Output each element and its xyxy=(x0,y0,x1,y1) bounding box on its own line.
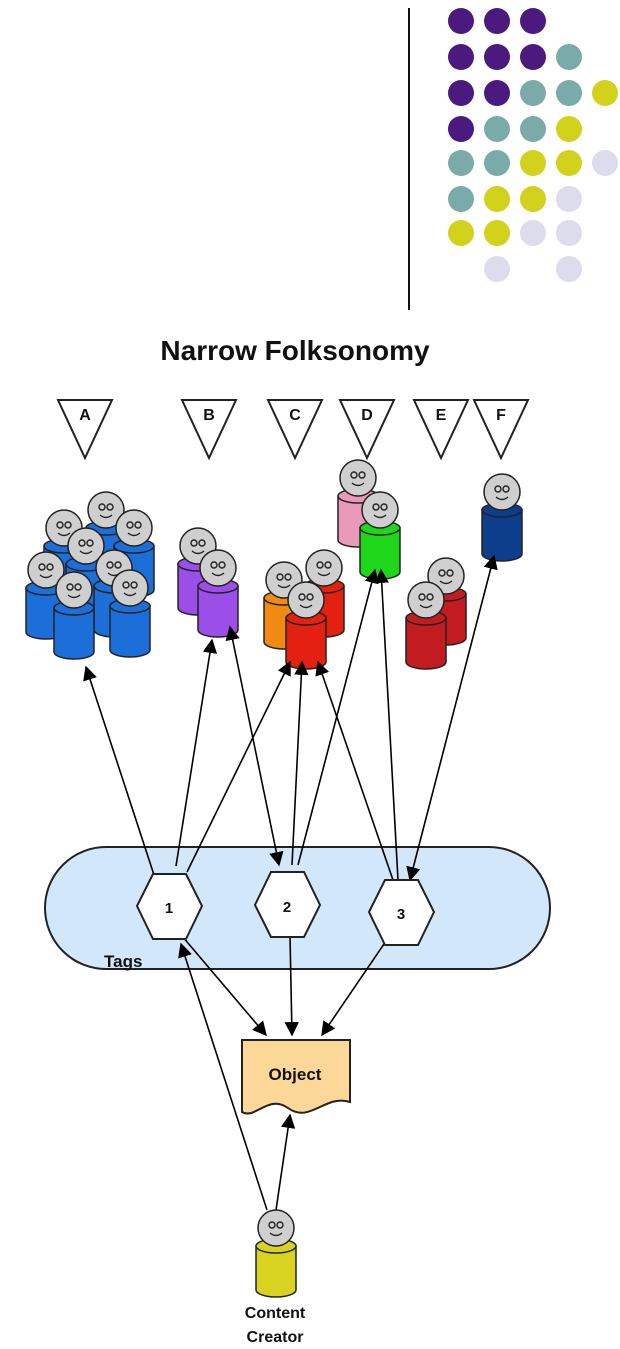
person-icon xyxy=(109,569,151,658)
creator-label-line1: Content xyxy=(245,1305,306,1322)
user-group-b xyxy=(177,527,239,638)
arrow-tag3-to-c xyxy=(315,660,394,881)
diagram-title: Narrow Folksonomy xyxy=(160,335,430,366)
arrow-tag2-to-object xyxy=(284,935,299,1037)
arrow-creator-to-object xyxy=(275,1113,296,1211)
tag-set-b-label: B xyxy=(203,407,215,424)
arrow-tag2-to-c xyxy=(291,660,309,866)
decor-dot xyxy=(484,220,510,246)
decor-dot xyxy=(520,44,546,70)
tag-node-3-label: 3 xyxy=(397,906,405,923)
arrow-b-to-tag2 xyxy=(225,625,284,867)
decor-dot xyxy=(556,80,582,106)
tag-set-e-label: E xyxy=(436,407,447,424)
tags-label: Tags xyxy=(104,952,142,971)
tag-node-1-label: 1 xyxy=(165,900,173,917)
user-group-a xyxy=(25,491,155,660)
relationship-arrows xyxy=(83,554,498,1211)
decor-dot xyxy=(484,186,510,212)
decor-dot xyxy=(448,150,474,176)
decor-dot xyxy=(520,80,546,106)
decor-dot xyxy=(520,116,546,142)
decor-dot xyxy=(556,220,582,246)
decor-dot xyxy=(520,220,546,246)
arrow-f-to-tag3 xyxy=(406,554,498,882)
tag-set-d: D xyxy=(338,399,396,461)
decor-dot xyxy=(448,80,474,106)
divider-line xyxy=(408,8,410,310)
decor-dot xyxy=(484,116,510,142)
arrow-tag1-to-b xyxy=(175,638,218,867)
decor-dot xyxy=(484,44,510,70)
decor-dot xyxy=(448,44,474,70)
tag-node-1: 1 xyxy=(135,873,204,940)
tag-set-a: A xyxy=(56,399,114,461)
arrow-tag1-to-a xyxy=(83,665,156,879)
decor-dot xyxy=(484,80,510,106)
tag-node-3: 3 xyxy=(367,879,436,946)
arrow-tag1-to-object xyxy=(181,935,267,1037)
person-icon xyxy=(255,1209,297,1298)
person-icon xyxy=(197,549,239,638)
creator-label-line2: Creator xyxy=(247,1329,304,1346)
decor-dot xyxy=(448,186,474,212)
content-creator-figure xyxy=(255,1209,297,1298)
object-label: Object xyxy=(269,1065,322,1084)
decor-dot xyxy=(520,186,546,212)
decor-dot xyxy=(484,150,510,176)
decor-dot xyxy=(556,256,582,282)
object-document: Object xyxy=(241,1039,351,1115)
tag-set-d-label: D xyxy=(361,407,373,424)
decor-dot xyxy=(448,220,474,246)
decor-dot xyxy=(448,8,474,34)
tag-set-c: C xyxy=(266,399,324,461)
person-icon xyxy=(53,571,95,660)
tag-set-f: F xyxy=(472,399,530,461)
decor-dot xyxy=(556,150,582,176)
tag-set-c-label: C xyxy=(289,407,301,424)
tag-set-a-label: A xyxy=(79,407,91,424)
arrow-creator-to-tag1 xyxy=(178,942,268,1211)
arrow-tag3-to-d xyxy=(374,568,399,881)
tag-node-2-label: 2 xyxy=(283,899,291,916)
person-icon xyxy=(285,581,327,670)
user-group-c xyxy=(263,549,345,670)
decor-dot xyxy=(556,116,582,142)
tag-set-f-label: F xyxy=(496,407,506,424)
tag-set-b: B xyxy=(180,399,238,461)
user-group-d xyxy=(337,459,401,580)
decor-dot xyxy=(448,116,474,142)
decor-dot xyxy=(592,80,618,106)
person-icon xyxy=(481,473,523,562)
decor-dot xyxy=(484,8,510,34)
decor-dot xyxy=(592,150,618,176)
person-icon xyxy=(405,581,447,670)
tag-node-2: 2 xyxy=(253,871,322,938)
user-group-f xyxy=(481,473,523,562)
decor-dot xyxy=(556,44,582,70)
arrow-tag3-to-object xyxy=(321,943,385,1037)
decor-dot xyxy=(520,150,546,176)
decor-dot xyxy=(556,186,582,212)
person-icon xyxy=(359,491,401,580)
user-group-e xyxy=(405,557,467,670)
decor-dot xyxy=(484,256,510,282)
tag-set-e: E xyxy=(412,399,470,461)
decor-dot xyxy=(520,8,546,34)
